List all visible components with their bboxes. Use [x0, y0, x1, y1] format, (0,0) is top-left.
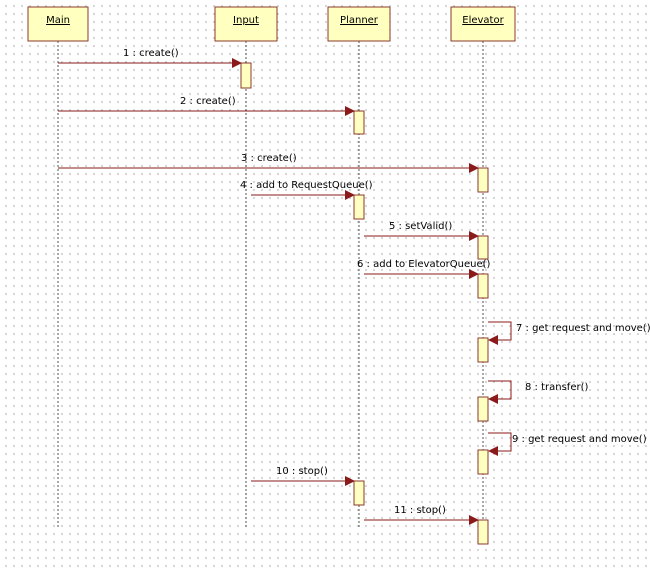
messages: 1 : create() 2 : create() 3 : create() 4 : … [58, 48, 650, 525]
message-arrow-8 [488, 380, 512, 404]
message-label-2: 2 : create() [180, 96, 236, 107]
message-11: 11 : stop() [364, 505, 479, 525]
activation-planner [353, 194, 365, 220]
activation-elevator [477, 519, 489, 545]
message-9: 9 : get request and move() [488, 432, 647, 456]
lifelines [57, 41, 484, 528]
message-label-8: 8 : transfer() [525, 382, 588, 393]
message-5: 5 : setValid() [364, 221, 479, 241]
message-label-5: 5 : setValid() [389, 221, 452, 232]
message-label-9: 9 : get request and move() [512, 434, 647, 445]
object-label-input: Input [233, 15, 259, 26]
message-7: 7 : get request and move() [488, 321, 650, 345]
object-main: Main [27, 6, 89, 42]
message-10: 10 : stop() [251, 466, 355, 486]
activation-planner [353, 110, 365, 135]
message-label-11: 11 : stop() [394, 505, 446, 516]
activation-elevator [477, 396, 489, 422]
activation-planner [353, 480, 365, 506]
message-label-7: 7 : get request and move() [516, 323, 650, 334]
object-label-planner: Planner [340, 15, 379, 26]
object-planner: Planner [327, 6, 391, 42]
message-2: 2 : create() [58, 96, 355, 116]
activation-elevator [477, 167, 489, 193]
message-label-1: 1 : create() [123, 48, 179, 59]
message-arrow-9 [488, 432, 512, 456]
message-6: 6 : add to ElevatorQueue() [357, 259, 491, 279]
message-3: 3 : create() [58, 153, 479, 173]
message-4: 4 : add to RequestQueue() [240, 180, 373, 200]
object-label-main: Main [46, 15, 70, 26]
message-8: 8 : transfer() [488, 380, 588, 404]
activation-elevator [477, 235, 489, 260]
object-input: Input [214, 6, 278, 42]
activation-input [240, 62, 252, 89]
object-headers: Main Input Planner Elevator [27, 6, 516, 42]
message-label-4: 4 : add to RequestQueue() [240, 180, 373, 191]
message-label-10: 10 : stop() [276, 466, 328, 477]
message-label-3: 3 : create() [241, 153, 297, 164]
object-elevator: Elevator [450, 6, 516, 42]
activation-elevator [477, 337, 489, 363]
message-label-6: 6 : add to ElevatorQueue() [357, 259, 491, 270]
message-arrow-7 [488, 321, 512, 345]
activation-elevator [477, 449, 489, 475]
object-label-elevator: Elevator [462, 15, 504, 26]
activation-bars [240, 62, 489, 545]
activation-elevator [477, 273, 489, 299]
message-1: 1 : create() [58, 48, 242, 68]
